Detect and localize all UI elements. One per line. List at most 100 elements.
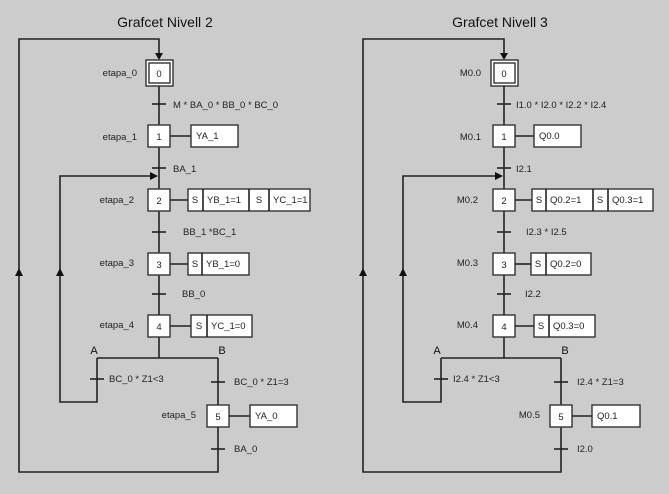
loop-back-line	[402, 175, 497, 403]
arrow-right-icon	[495, 172, 503, 180]
action-text: Q0.1	[597, 411, 618, 422]
grafcet-title: Grafcet Nivell 2	[117, 14, 213, 30]
return-loop-line	[18, 38, 219, 473]
transition-label: BB_1 *BC_1	[183, 227, 236, 238]
step-5[interactable]: 5	[206, 404, 230, 428]
action-qualifier: S	[535, 259, 541, 270]
step-number: 4	[156, 322, 161, 333]
transition-label: I2.0	[577, 444, 593, 455]
grafcet-nivell-2: Grafcet Nivell 2 M * BA_0 * BB_0 * BC_0 …	[15, 14, 311, 473]
transition-label: BC_0 * Z1=3	[234, 377, 289, 388]
step-name: M0.0	[460, 68, 481, 79]
step-name: etapa_2	[100, 195, 134, 206]
step-name: M0.1	[460, 132, 481, 143]
branch-label-a: A	[90, 345, 98, 357]
step-number: 4	[501, 322, 506, 333]
action-text: YA_1	[196, 131, 219, 142]
step-name: etapa_5	[162, 410, 196, 421]
branch-label-a: A	[433, 345, 441, 357]
action-text: Q0.2=0	[550, 259, 581, 270]
transition-label: BB_0	[182, 289, 205, 300]
step-number: 5	[215, 412, 220, 423]
action-box[interactable]: YA_1	[190, 124, 239, 148]
action-box[interactable]: S YC_1=0	[190, 314, 253, 338]
step-name: etapa_3	[100, 258, 134, 269]
action-text: YA_0	[255, 411, 278, 422]
action-qualifier: S	[538, 321, 544, 332]
step-number: 3	[501, 260, 506, 271]
arrow-right-icon	[150, 172, 158, 180]
action-box[interactable]: YA_0	[249, 404, 298, 428]
step-number: 1	[501, 132, 506, 143]
step-1[interactable]: 1	[492, 124, 516, 148]
transition-label: I2.4 * Z1<3	[453, 374, 500, 385]
arrow-up-icon	[399, 268, 407, 276]
branch-label-b: B	[561, 345, 568, 357]
action-text: Q0.3=0	[553, 321, 584, 332]
action-box[interactable]: S Q0.2=0	[530, 252, 592, 276]
branch-label-b: B	[218, 345, 225, 357]
step-number: 0	[156, 69, 161, 80]
step-3[interactable]: 3	[147, 252, 171, 276]
step-number: 3	[156, 260, 161, 271]
transition-label: I2.4 * Z1=3	[577, 377, 624, 388]
action-text: YC_1=0	[211, 321, 246, 332]
step-number: 2	[501, 196, 506, 207]
arrow-down-icon	[500, 53, 508, 60]
action-qualifier: S	[196, 321, 202, 332]
step-5[interactable]: 5	[549, 404, 573, 428]
action-text: YB_1=1	[207, 195, 241, 206]
step-number: 1	[156, 132, 161, 143]
step-2[interactable]: 2	[147, 188, 171, 212]
arrow-down-icon	[155, 53, 163, 60]
transition-label: M * BA_0 * BB_0 * BC_0	[173, 100, 278, 111]
grafcet-nivell-3: Grafcet Nivell 3 I1.0 * I2.0 * I2.2 * I2…	[359, 14, 654, 473]
step-name: M0.2	[457, 195, 478, 206]
step-name: M0.5	[519, 410, 540, 421]
action-box[interactable]: Q0.0	[533, 124, 582, 148]
step-4[interactable]: 4	[492, 314, 516, 338]
action-box[interactable]: S YB_1=1 S YC_1=1	[187, 188, 311, 212]
step-number: 2	[156, 196, 161, 207]
step-number: 5	[558, 412, 563, 423]
step-2[interactable]: 2	[492, 188, 516, 212]
return-loop-line	[362, 38, 562, 473]
arrow-up-icon	[359, 268, 367, 276]
arrow-up-icon	[56, 268, 64, 276]
step-name: M0.4	[457, 320, 478, 331]
action-qualifier: S	[536, 195, 542, 206]
action-text: YB_1=0	[206, 259, 240, 270]
step-0[interactable]: 0	[145, 59, 174, 87]
step-name: etapa_1	[103, 132, 137, 143]
transition-label: I2.2	[525, 289, 541, 300]
arrow-up-icon	[15, 268, 23, 276]
step-name: etapa_4	[100, 320, 134, 331]
transition-label: I1.0 * I2.0 * I2.2 * I2.4	[516, 100, 606, 111]
step-name: M0.3	[457, 258, 478, 269]
step-name: etapa_0	[103, 68, 137, 79]
action-text: Q0.3=1	[612, 195, 643, 206]
action-qualifier: S	[597, 195, 603, 206]
step-1[interactable]: 1	[147, 124, 171, 148]
step-4[interactable]: 4	[147, 314, 171, 338]
action-box[interactable]: Q0.1	[591, 404, 641, 428]
action-qualifier: S	[192, 259, 198, 270]
step-3[interactable]: 3	[492, 252, 516, 276]
action-box[interactable]: S YB_1=0	[187, 252, 250, 276]
step-0[interactable]: 0	[490, 59, 519, 87]
action-qualifier: S	[256, 195, 262, 206]
action-text: Q0.0	[539, 131, 560, 142]
grafcet-title: Grafcet Nivell 3	[452, 14, 548, 30]
transition-label: I2.3 * I2.5	[526, 227, 567, 238]
transition-label: BA_1	[173, 164, 196, 175]
transition-label: I2.1	[516, 164, 532, 175]
transition-label: BA_0	[234, 444, 257, 455]
transition-label: BC_0 * Z1<3	[109, 374, 164, 385]
loop-back-line	[59, 175, 152, 403]
action-qualifier: S	[192, 195, 198, 206]
action-box[interactable]: S Q0.2=1 S Q0.3=1	[531, 188, 654, 212]
action-text: Q0.2=1	[550, 195, 581, 206]
action-box[interactable]: S Q0.3=0	[533, 314, 596, 338]
action-text: YC_1=1	[273, 195, 308, 206]
